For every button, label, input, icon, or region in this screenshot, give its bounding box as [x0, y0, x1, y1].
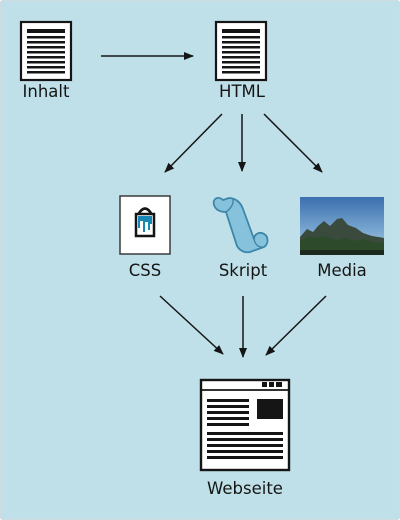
- inhalt-label: Inhalt: [22, 82, 70, 101]
- skript-label: Skript: [218, 261, 268, 280]
- css-paint-bucket-icon: [119, 195, 171, 255]
- skript-scroll-icon: [212, 197, 269, 254]
- arrow-media-to-webseite: [265, 295, 327, 356]
- html-document-icon: [214, 20, 268, 82]
- arrow-html-to-css: [164, 113, 223, 173]
- webseite-label: Webseite: [207, 479, 283, 498]
- html-label: HTML: [219, 82, 265, 101]
- webseite-window-icon: [199, 378, 291, 472]
- media-landscape-photo-icon: [300, 197, 384, 255]
- inhalt-document-icon: [19, 20, 73, 82]
- media-label: Media: [317, 261, 367, 280]
- arrow-css-to-webseite: [159, 295, 224, 355]
- arrow-html-to-media: [263, 113, 323, 173]
- css-label: CSS: [128, 261, 162, 280]
